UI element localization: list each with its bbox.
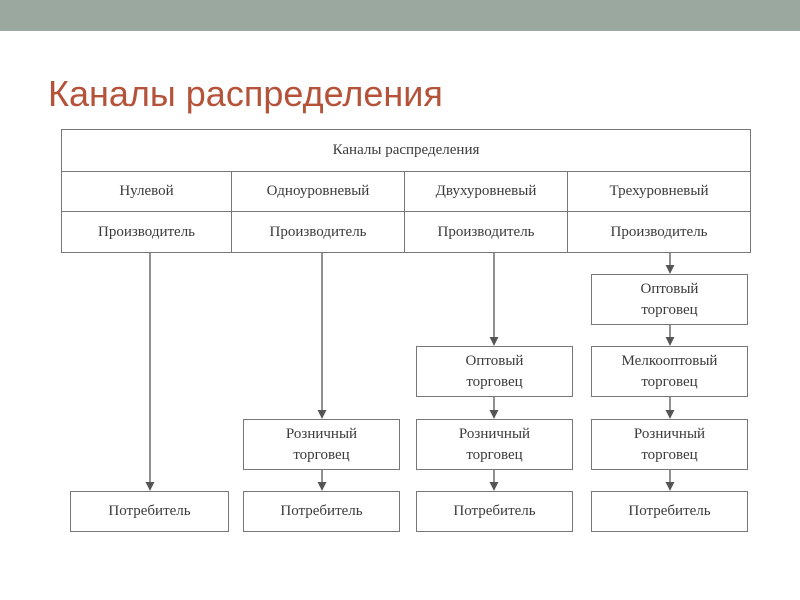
channel-name-two-level: Двухуровневый (404, 171, 568, 212)
producer-cell-three-level: Производитель (567, 211, 751, 253)
top-bar (0, 0, 800, 31)
producer-cell-two-level: Производитель (404, 211, 568, 253)
channels-table: Каналы распределения Нулевой Одноуровнев… (61, 129, 751, 253)
table-header: Каналы распределения (61, 129, 751, 172)
channel-name-zero: Нулевой (61, 171, 232, 212)
small-wholesaler-box-three-level: Мелкооптовый торговец (591, 346, 748, 397)
retailer-box-one-level: Розничный торговец (243, 419, 400, 470)
wholesaler-box-two-level: Оптовый торговец (416, 346, 573, 397)
consumer-box-two-level: Потребитель (416, 491, 573, 532)
consumer-box-three-level: Потребитель (591, 491, 748, 532)
retailer-box-three-level: Розничный торговец (591, 419, 748, 470)
producer-cell-one-level: Производитель (231, 211, 405, 253)
producer-cell-zero: Производитель (61, 211, 232, 253)
channel-name-one-level: Одноуровневый (231, 171, 405, 212)
retailer-box-two-level: Розничный торговец (416, 419, 573, 470)
wholesaler-box-three-level: Оптовый торговец (591, 274, 748, 325)
consumer-box-zero: Потребитель (70, 491, 229, 532)
channel-name-three-level: Трехуровневый (567, 171, 751, 212)
consumer-box-one-level: Потребитель (243, 491, 400, 532)
slide-title: Каналы распределения (48, 73, 443, 114)
